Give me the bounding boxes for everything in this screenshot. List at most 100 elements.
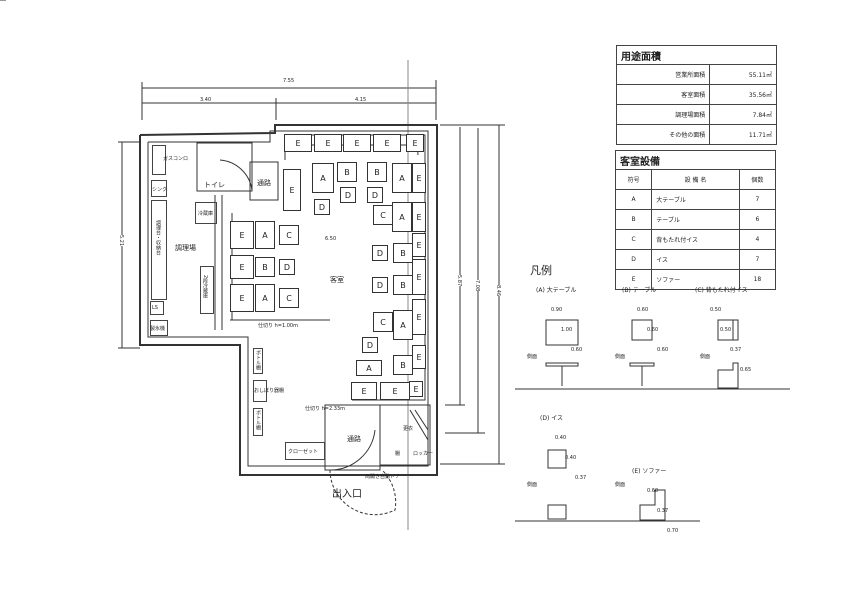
legend-item-label: (A) 大テーブル (536, 287, 577, 294)
legend-dim-leg: 0.60 (571, 347, 583, 353)
legend-dim-leg: 0.60 (657, 347, 669, 353)
fridge-label: 冷蔵庫 (198, 211, 214, 217)
legend-item-label: (C) 背もたれ付イス (695, 287, 748, 294)
equipment-header: 設 備 名 (651, 169, 740, 190)
seat-e: E (412, 299, 426, 335)
seat-d: D (362, 337, 378, 353)
changing-label: 更衣 (403, 426, 414, 432)
legend-item-label: (B) テーブル (622, 287, 657, 294)
seat-d: D (340, 187, 356, 203)
seat-e: E (380, 382, 410, 400)
seat-a: A (356, 360, 382, 376)
seat-e: E (412, 202, 426, 232)
seat-e: E (409, 381, 423, 397)
seat-e: E (284, 134, 312, 152)
equipment-header: 個数 (738, 169, 777, 190)
legend-dim-w: 0.40 (555, 435, 567, 441)
area-table-title: 用途面積 (616, 45, 777, 65)
toilet-label: トイレ (204, 181, 225, 189)
dim-right-h2: 7.08 (474, 280, 480, 292)
equipment-count: 18 (738, 269, 777, 290)
equipment-code: A (614, 189, 653, 210)
seat-a: A (393, 310, 413, 340)
legend-dim-h: 0.40 (565, 455, 577, 461)
area-label: その他の面積 (615, 124, 711, 145)
ls-label: LS (152, 305, 158, 311)
dim-left-width: 3.40 (200, 97, 212, 103)
seat-e: E (230, 221, 254, 249)
dim-right-h3: 8.46 (495, 285, 501, 297)
partition-1-label: 仕切り h=1.00m (258, 323, 298, 329)
seat-a: A (255, 221, 275, 249)
seat-e: E (343, 134, 371, 152)
dim-right-width: 4.15 (355, 97, 367, 103)
equipment-count: 4 (738, 229, 777, 250)
equipment-name: イス (651, 249, 740, 270)
equipment-table-title: 客室設備 (615, 150, 776, 170)
dim-interior-width: 6.50 (325, 236, 337, 242)
passage-label: 通路 (257, 179, 271, 187)
seat-b: B (393, 243, 413, 263)
seat-b: B (337, 162, 357, 182)
area-label: 調理場面積 (615, 104, 711, 125)
equipment-count: 7 (738, 249, 777, 270)
equipment-name: 背もたれ付イス (651, 229, 740, 250)
partition-2-label: 仕切り h=2.33m (305, 406, 345, 412)
seat-e: E (406, 134, 424, 152)
legend-dim-seat: 0.37 (657, 508, 669, 514)
equipment-code: C (614, 229, 653, 250)
seat-e: E (412, 259, 426, 295)
door-label: 両開き自動ドア (365, 474, 401, 480)
equipment-count: 7 (738, 189, 777, 210)
seat-b: B (255, 257, 275, 277)
entrance-label: 出入口 (332, 489, 362, 500)
legend-dim-w: 0.50 (710, 307, 722, 313)
area-value: 11.71㎡ (709, 124, 777, 145)
guest-room-label: 客室 (330, 276, 344, 284)
equipment-header: 符号 (614, 169, 653, 190)
legend-dim-back: 0.65 (740, 367, 752, 373)
seat-d: D (372, 277, 388, 293)
dim-overall-width: 7.55 (283, 78, 295, 84)
stove-label: ガスコンロ (163, 156, 189, 162)
seat-e: E (412, 345, 426, 369)
equipment-code: E (614, 269, 653, 290)
seat-e: E (230, 284, 254, 312)
bottle-shelf-2-label: ボトル棚 (255, 410, 261, 430)
legend-dim-h: 0.60 (647, 327, 659, 333)
seat-e: E (351, 382, 377, 400)
equipment-name: 大テーブル (651, 189, 740, 210)
seat-b: B (393, 355, 413, 375)
equipment-name: テーブル (651, 209, 740, 230)
legend-item-label: (D) イス (540, 415, 564, 422)
counter-label: 調理台・収納台 (155, 220, 161, 255)
legend-dim-w: 0.60 (647, 488, 659, 494)
seat-c: C (373, 312, 393, 332)
passage-bottom-label: 通路 (347, 435, 361, 443)
fridge2-label: 2段冷蔵庫 (202, 275, 208, 299)
closet-label: クローゼット (288, 449, 319, 455)
seat-d: D (367, 187, 383, 203)
seat-d: D (279, 259, 295, 275)
seat-e: E (373, 134, 401, 152)
legend-dim-seat: 0.37 (575, 475, 587, 481)
area-label: 客室面積 (615, 84, 711, 105)
seat-e: E (412, 233, 426, 257)
area-value: 35.56㎡ (709, 84, 777, 105)
seat-c: C (279, 288, 299, 308)
legend-dim-back: 0.70 (667, 528, 679, 534)
seat-e: E (412, 163, 426, 193)
seat-c: C (373, 205, 393, 225)
equipment-count: 6 (738, 209, 777, 230)
seat-c: C (279, 225, 299, 245)
legend-side-label: 側面 (527, 482, 538, 488)
legend-dim-h: 0.50 (720, 327, 732, 333)
